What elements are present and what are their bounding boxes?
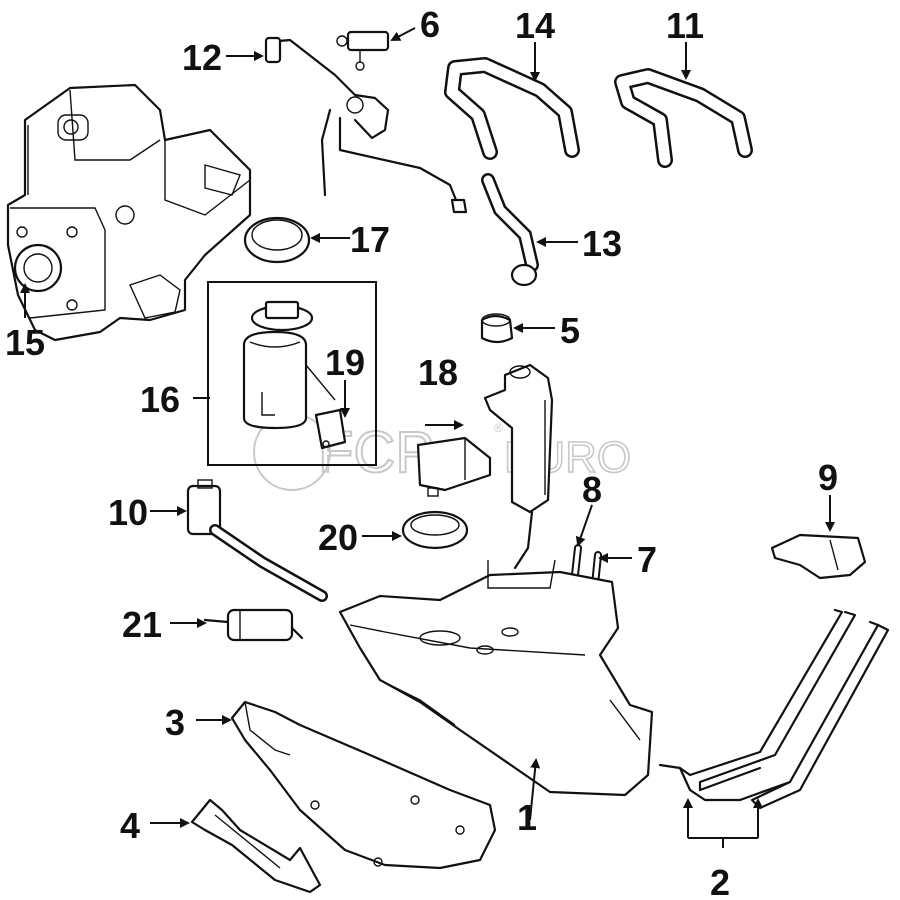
part-18-filler-neck	[483, 363, 554, 570]
callout-19: 19	[325, 342, 365, 383]
callout-10: 10	[108, 492, 148, 533]
part-16-fuel-pump-box	[207, 281, 377, 466]
callout-11: 11	[666, 5, 704, 46]
part-9-clip	[770, 533, 867, 580]
callout-17: 17	[350, 219, 390, 260]
callout-21: 21	[122, 604, 162, 645]
part-10-sensor	[186, 479, 328, 602]
part-1-fuel-tank	[338, 559, 654, 797]
part-12-bracket-wiring	[264, 36, 468, 214]
callout-7: 7	[637, 539, 657, 580]
part-6-sensor	[336, 30, 390, 71]
callout-15: 15	[5, 322, 45, 363]
callout-6: 6	[420, 4, 440, 45]
callout-14: 14	[515, 5, 555, 46]
callout-18: 18	[418, 352, 458, 393]
callout-5: 5	[560, 310, 580, 351]
part-18-bracket	[416, 436, 492, 497]
part-11-hose	[614, 68, 753, 168]
leader-lines	[20, 27, 835, 848]
part-14-hose	[444, 57, 580, 160]
callout-20: 20	[318, 517, 358, 558]
watermark-registered-mark: ®	[494, 421, 503, 435]
part-13-hose	[481, 173, 539, 287]
callout-2: 2	[710, 862, 730, 900]
part-15-injection-pump	[6, 83, 252, 342]
part-17-seal-ring	[243, 216, 311, 264]
callout-3: 3	[165, 702, 185, 743]
part-21-fuel-filter	[203, 608, 304, 642]
callout-12: 12	[182, 37, 222, 78]
part-3-heat-shield	[230, 700, 497, 870]
callout-8: 8	[582, 469, 602, 510]
callout-13: 13	[582, 223, 622, 264]
part-4-bracket	[190, 798, 322, 894]
callout-16: 16	[140, 379, 180, 420]
part-2-tank-straps	[658, 608, 890, 810]
callout-labels: 1 2 3 4 5 6 7 8 9 10 11 12 13 14 15 16 1…	[5, 4, 838, 900]
callout-1: 1	[517, 797, 537, 838]
part-5-cap	[480, 313, 514, 344]
callout-4: 4	[120, 805, 140, 846]
callout-9: 9	[818, 457, 838, 498]
part-20-seal-ring	[401, 510, 469, 550]
